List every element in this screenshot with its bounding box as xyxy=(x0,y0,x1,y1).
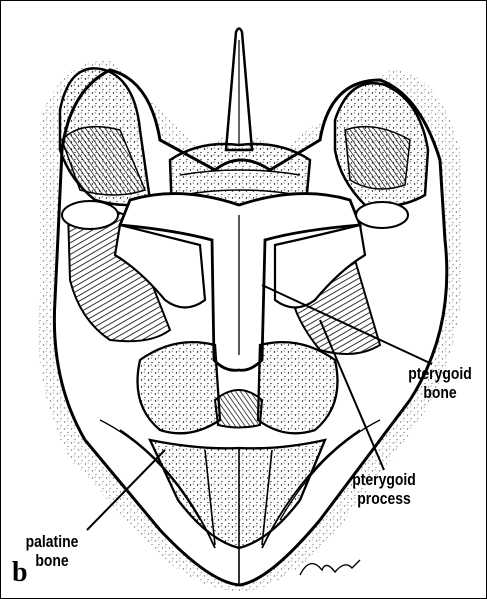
label-line: bone xyxy=(19,551,85,570)
right-hatched-upper xyxy=(345,127,410,189)
label-line: palatine xyxy=(19,532,85,551)
label-line: pterygoid xyxy=(407,364,473,383)
label-palatine-bone: palatine bone xyxy=(19,532,85,570)
panel-letter: b xyxy=(12,558,28,588)
label-line: pterygoid xyxy=(346,470,421,489)
label-pterygoid-process: pterygoid process xyxy=(346,470,421,508)
choana xyxy=(215,390,262,428)
right-palatine xyxy=(258,342,338,433)
artist-signature xyxy=(300,560,360,575)
right-jugal xyxy=(356,202,408,228)
left-jugal xyxy=(62,201,118,229)
label-pterygoid-bone: pterygoid bone xyxy=(407,364,473,402)
label-line: bone xyxy=(407,383,473,402)
left-palatine xyxy=(138,342,221,433)
label-line: process xyxy=(346,489,421,508)
